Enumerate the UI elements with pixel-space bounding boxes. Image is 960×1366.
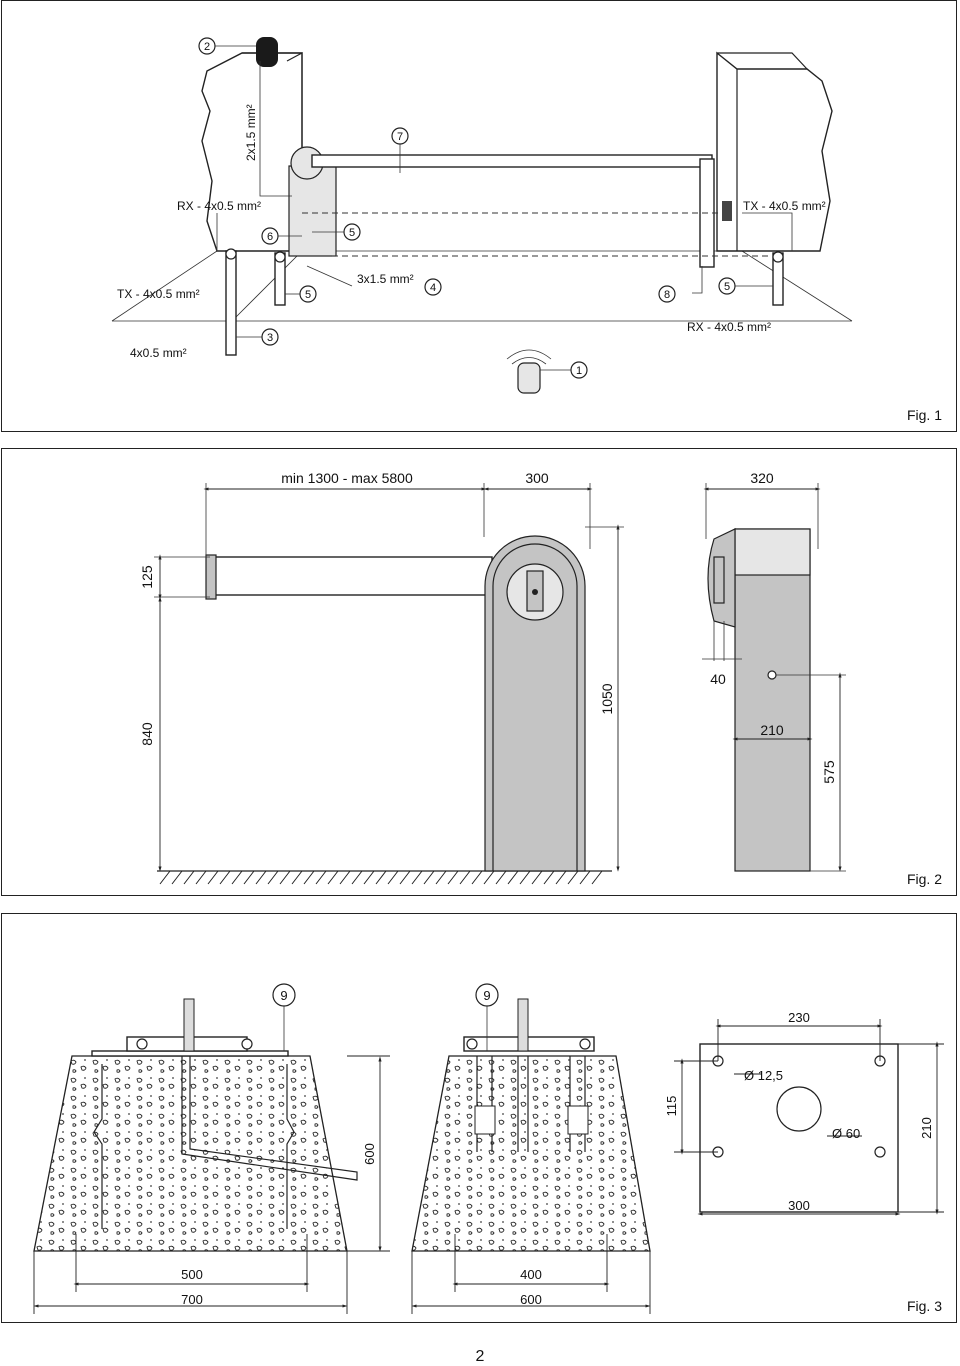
callout-9-right: 9 [475, 983, 499, 1051]
cable-label-power: 3x1.5 mm² [357, 272, 414, 286]
dim-bottom-width-small: 600 [520, 1292, 542, 1307]
callout-7: 7 [391, 127, 409, 173]
dim-column-depth: 210 [760, 722, 784, 738]
svg-text:5: 5 [724, 281, 730, 293]
svg-text:1: 1 [576, 365, 582, 377]
cable-label-bottom-left: 4x0.5 mm² [130, 346, 187, 360]
dim-offset-40: 40 [710, 671, 726, 687]
right-pillar [716, 51, 833, 252]
figure-2-drawing: min 1300 - max 5800 300 320 125 840 1050… [139, 470, 846, 885]
callout-1: 1 [540, 361, 588, 379]
dim-plate-height: 210 [919, 1117, 934, 1139]
svg-text:9: 9 [280, 988, 287, 1003]
svg-text:6: 6 [267, 231, 273, 243]
callout-5b: 5 [285, 285, 317, 303]
flashing-lamp-icon [256, 37, 278, 67]
barrier-cabinet [288, 165, 337, 257]
dim-hole-diameter: Ø 12,5 [744, 1068, 783, 1083]
anchor-plate-right [463, 1036, 595, 1052]
dim-boom-height: 125 [139, 565, 155, 589]
svg-text:3: 3 [267, 332, 273, 344]
svg-text:7: 7 [397, 131, 403, 143]
cable-label-rx-left: RX - 4x0.5 mm² [177, 199, 261, 213]
dim-boom-axis-height: 840 [139, 722, 155, 746]
dim-top-width-large: 500 [181, 1267, 203, 1282]
figure-1-installation-overview: 2x1.5 mm² RX - 4x0.5 mm² TX - 4x0.5 mm² … [1, 0, 957, 432]
figure-3-drawing: 9 9 600 500 700 400 600 230 Ø 12,5 115 Ø… [33, 983, 944, 1314]
dim-total-height: 1050 [599, 683, 615, 714]
figure-3-caption: Fig. 3 [906, 1298, 942, 1314]
svg-text:8: 8 [664, 289, 670, 301]
callout-4: 4 [424, 278, 442, 296]
dim-boom-length: min 1300 - max 5800 [281, 470, 413, 486]
cable-label-tx-left: TX - 4x0.5 mm² [117, 287, 200, 301]
callout-9-left: 9 [272, 983, 296, 1051]
dim-hole-spacing-y: 115 [664, 1096, 679, 1117]
remote-control-icon [517, 362, 541, 394]
callout-8: 8 [658, 285, 676, 303]
cable-label-rx-top: 2x1.5 mm² [244, 104, 258, 161]
dim-column-width: 300 [525, 470, 549, 486]
svg-text:9: 9 [483, 988, 490, 1003]
svg-text:5: 5 [305, 289, 311, 301]
callout-3: 3 [236, 328, 279, 346]
figure-2-caption: Fig. 2 [906, 871, 942, 887]
callout-5a: 5 [312, 223, 361, 241]
svg-text:2: 2 [204, 41, 210, 53]
figure-2-dimensions: min 1300 - max 5800 300 320 125 840 1050… [1, 448, 957, 896]
callout-5c: 5 [718, 277, 773, 295]
cable-label-rx-right: RX - 4x0.5 mm² [687, 320, 771, 334]
page-number: 2 [475, 1348, 485, 1365]
cable-label-tx-right: TX - 4x0.5 mm² [743, 199, 826, 213]
dim-hole-height: 575 [821, 760, 837, 784]
dim-foundation-depth: 600 [362, 1143, 377, 1165]
boom [311, 154, 713, 168]
figure-3-foundation: 9 9 600 500 700 400 600 230 Ø 12,5 115 Ø… [1, 913, 957, 1323]
figure-1-drawing: 2x1.5 mm² RX - 4x0.5 mm² TX - 4x0.5 mm² … [111, 37, 853, 394]
svg-text:4: 4 [430, 282, 436, 294]
boom-front-view [209, 556, 493, 596]
photocell-post [225, 250, 237, 356]
dim-bottom-width-large: 700 [181, 1292, 203, 1307]
callout-2: 2 [198, 37, 256, 55]
dim-side-width: 320 [750, 470, 774, 486]
barrier-column-side [734, 528, 811, 872]
barrier-column-front [484, 535, 586, 872]
figure-1-caption: Fig. 1 [906, 407, 942, 423]
dim-top-width-small: 400 [520, 1267, 542, 1282]
dim-center-hole-diameter: Ø 60 [832, 1126, 860, 1141]
svg-text:5: 5 [349, 227, 355, 239]
foundation-block-small [411, 1055, 651, 1252]
dim-plate-width: 300 [788, 1198, 810, 1213]
callout-6: 6 [261, 227, 302, 245]
dim-hole-spacing-x: 230 [788, 1010, 810, 1025]
